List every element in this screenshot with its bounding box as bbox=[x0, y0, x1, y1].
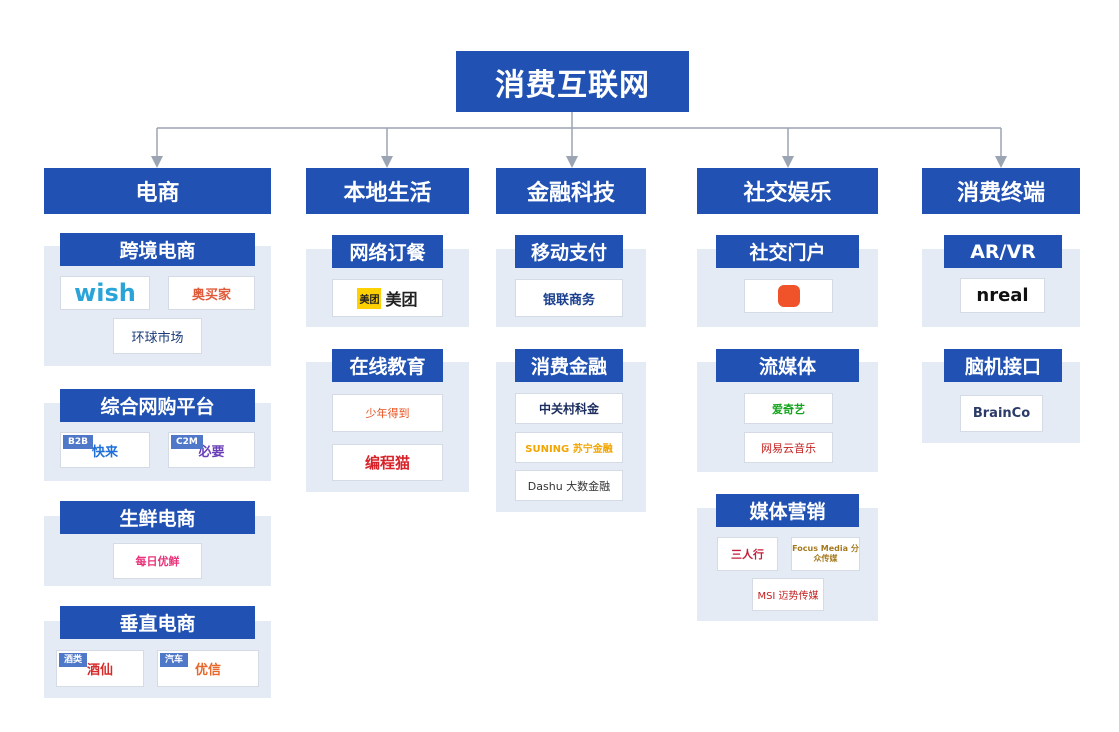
logo-unionpay-merchant: 银联商务 bbox=[515, 279, 623, 317]
group-cross-border: 跨境电商 bbox=[60, 233, 255, 266]
logo-tag: B2B bbox=[63, 435, 93, 449]
group-mobile-payment: 移动支付 bbox=[515, 235, 623, 268]
logo-tag: 汽车 bbox=[160, 653, 189, 667]
logo-youxin: 汽车 优信 bbox=[157, 650, 259, 687]
logo-sanrenxing: 三人行 bbox=[717, 537, 778, 571]
category-ecommerce: 电商 bbox=[44, 168, 271, 214]
group-media-marketing: 媒体营销 bbox=[716, 494, 859, 527]
group-food-delivery: 网络订餐 bbox=[332, 235, 443, 268]
logo-focus-media: Focus Media 分众传媒 bbox=[791, 537, 860, 571]
group-general-shopping: 综合网购平台 bbox=[60, 389, 255, 422]
logo-missfresh: 每日优鲜 bbox=[113, 543, 202, 579]
logo-msi-media: MSI 迈势传媒 bbox=[752, 578, 824, 611]
group-online-education: 在线教育 bbox=[332, 349, 443, 382]
logo-nreal: nreal bbox=[960, 278, 1045, 313]
logo-wish: wish bbox=[60, 276, 150, 310]
logo-social-portal bbox=[744, 279, 833, 313]
logo-kuailai: B2B 快来 bbox=[60, 432, 150, 468]
logo-text: 酒仙 bbox=[86, 663, 113, 678]
root-node: 消费互联网 bbox=[456, 51, 689, 112]
logo-biyao: C2M 必要 bbox=[168, 432, 255, 468]
logo-iqiyi: 爱奇艺 bbox=[744, 393, 833, 424]
logo-aomaijia: 奥买家 bbox=[168, 276, 255, 310]
logo-codemao: 编程猫 bbox=[332, 444, 443, 481]
meituan-badge: 美团 bbox=[357, 287, 382, 309]
logo-netease-music: 网易云音乐 bbox=[744, 432, 833, 463]
group-consumer-finance: 消费金融 bbox=[515, 349, 623, 382]
logo-zgc-kejin: 中关村科金 bbox=[515, 393, 623, 424]
logo-meituan: 美团 美团 bbox=[332, 279, 443, 317]
logo-tag: 酒类 bbox=[59, 653, 88, 667]
fox-icon bbox=[777, 285, 800, 307]
logo-text: 必要 bbox=[198, 444, 225, 460]
logo-jiuxian: 酒类 酒仙 bbox=[56, 650, 144, 687]
logo-text: 快来 bbox=[91, 444, 118, 460]
category-social-entertainment: 社交娱乐 bbox=[697, 168, 878, 214]
logo-tag: C2M bbox=[171, 435, 203, 449]
group-brain-computer: 脑机接口 bbox=[944, 349, 1062, 382]
category-fintech: 金融科技 bbox=[496, 168, 646, 214]
logo-text: 优信 bbox=[194, 663, 221, 678]
group-vertical-ecommerce: 垂直电商 bbox=[60, 606, 255, 639]
logo-globalmarket: 环球市场 bbox=[113, 318, 202, 354]
category-consumer-terminal: 消费终端 bbox=[922, 168, 1080, 214]
group-streaming: 流媒体 bbox=[716, 349, 859, 382]
logo-brainco: BrainCo bbox=[960, 395, 1043, 432]
group-ar-vr: AR/VR bbox=[944, 235, 1062, 268]
logo-shaonian-dedao: 少年得到 bbox=[332, 394, 443, 432]
logo-text: 美团 bbox=[385, 290, 418, 309]
category-local-life: 本地生活 bbox=[306, 168, 469, 214]
logo-dashu-finance: Dashu 大数金融 bbox=[515, 470, 623, 501]
group-fresh-food: 生鲜电商 bbox=[60, 501, 255, 534]
group-social-portal: 社交门户 bbox=[716, 235, 859, 268]
logo-suning-finance: SUNING 苏宁金融 bbox=[515, 432, 623, 463]
